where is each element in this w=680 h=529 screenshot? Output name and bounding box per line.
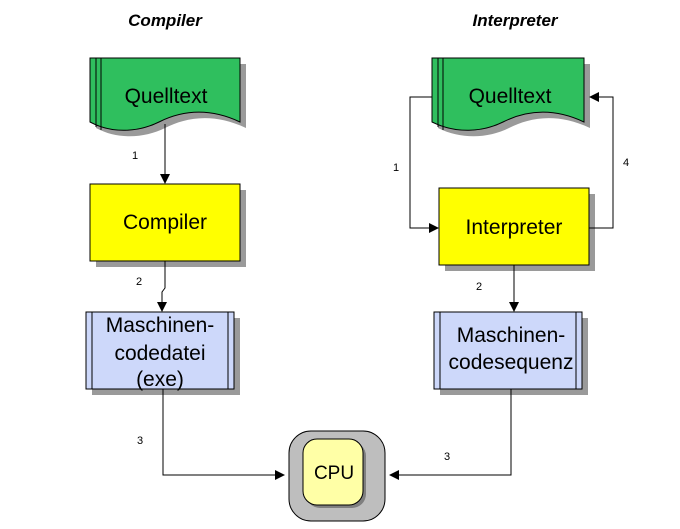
interpreter-arrow-3 — [389, 389, 512, 480]
interpreter-source-document: Quelltext — [431, 57, 590, 137]
compiler-output-line-1: Maschinen- — [106, 314, 215, 337]
compiler-step-3: 3 — [137, 435, 143, 447]
compiler-process-label: Compiler — [123, 211, 207, 234]
compiler-step-1: 1 — [132, 150, 138, 162]
interpreter-step-1: 1 — [393, 162, 399, 174]
compiler-output-box: Maschinen- codedatei (exe) — [85, 311, 240, 395]
interpreter-source-label: Quelltext — [469, 85, 552, 108]
interpreter-arrow-4 — [589, 92, 614, 229]
interpreter-step-4: 4 — [623, 157, 629, 169]
interpreter-step-2: 2 — [476, 281, 482, 293]
interpreter-output-box: Maschinen- codesequenz — [433, 311, 588, 395]
interpreter-output-line-2: codesequenz — [449, 351, 574, 374]
compiler-process-box: Compiler — [89, 183, 246, 267]
interpreter-process-label: Interpreter — [466, 216, 563, 239]
cpu-label: CPU — [314, 463, 354, 484]
compiler-output-line-3: (exe) — [136, 368, 184, 391]
cpu-unit: CPU — [288, 430, 386, 522]
interpreter-step-3: 3 — [444, 451, 450, 463]
interpreter-process-box: Interpreter — [438, 187, 595, 271]
compiler-title: Compiler — [128, 11, 203, 30]
interpreter-output-line-1: Maschinen- — [457, 324, 566, 347]
compiler-output-line-2: codedatei — [114, 342, 205, 365]
interpreter-arrow-1 — [409, 96, 439, 233]
interpreter-title: Interpreter — [472, 11, 558, 30]
compiler-source-label: Quelltext — [125, 85, 208, 108]
compiler-step-2: 2 — [136, 276, 142, 288]
compiler-arrow-2 — [157, 261, 167, 312]
compiler-source-document: Quelltext — [89, 57, 246, 137]
compiler-arrow-3 — [162, 389, 285, 480]
